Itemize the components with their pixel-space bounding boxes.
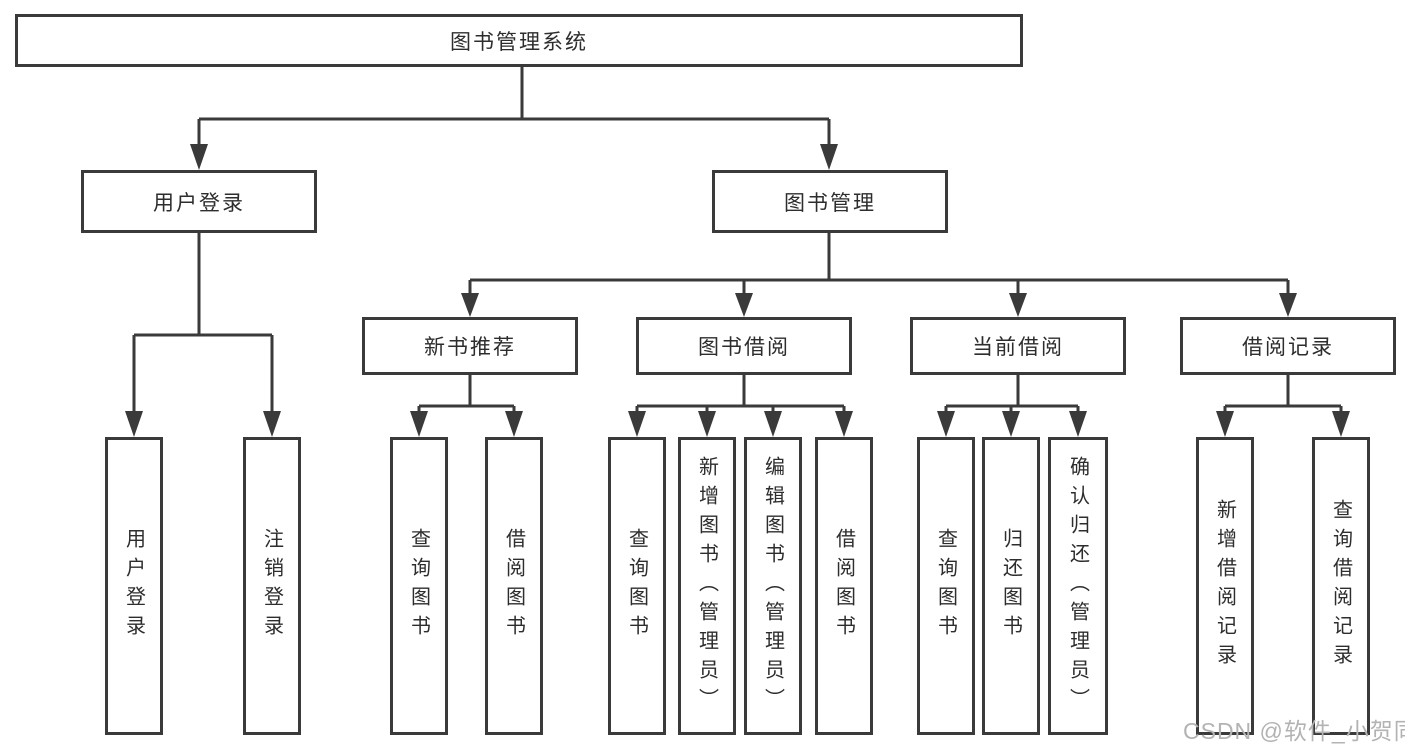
csdn-watermark: CSDN @软件_小贺同学 — [1183, 718, 1405, 744]
node-user-login-branch: 用户登录 — [81, 170, 317, 233]
node-leaf-query-books-3: 查询图书 — [917, 437, 975, 735]
node-leaf-borrow-books-2: 借阅图书 — [815, 437, 873, 735]
node-current-borrowing: 当前借阅 — [910, 317, 1126, 375]
node-leaf-edit-book-admin: 编辑图书（管理员） — [744, 437, 802, 735]
node-leaf-borrow-books-1: 借阅图书 — [485, 437, 543, 735]
node-book-management-branch: 图书管理 — [712, 170, 948, 233]
node-leaf-user-login: 用户登录 — [105, 437, 163, 735]
node-leaf-query-borrow-record: 查询借阅记录 — [1312, 437, 1370, 735]
node-borrowing-records: 借阅记录 — [1180, 317, 1396, 375]
node-leaf-logout: 注销登录 — [243, 437, 301, 735]
node-leaf-add-borrow-record: 新增借阅记录 — [1196, 437, 1254, 735]
node-leaf-query-books-2: 查询图书 — [608, 437, 666, 735]
node-leaf-add-book-admin: 新增图书（管理员） — [678, 437, 736, 735]
node-leaf-query-books-1: 查询图书 — [390, 437, 448, 735]
node-leaf-return-books: 归还图书 — [982, 437, 1040, 735]
node-leaf-confirm-return-admin: 确认归还（管理员） — [1048, 437, 1108, 735]
node-new-book-recommendation: 新书推荐 — [362, 317, 578, 375]
node-book-borrowing: 图书借阅 — [636, 317, 852, 375]
node-book-management-system: 图书管理系统 — [15, 14, 1023, 67]
